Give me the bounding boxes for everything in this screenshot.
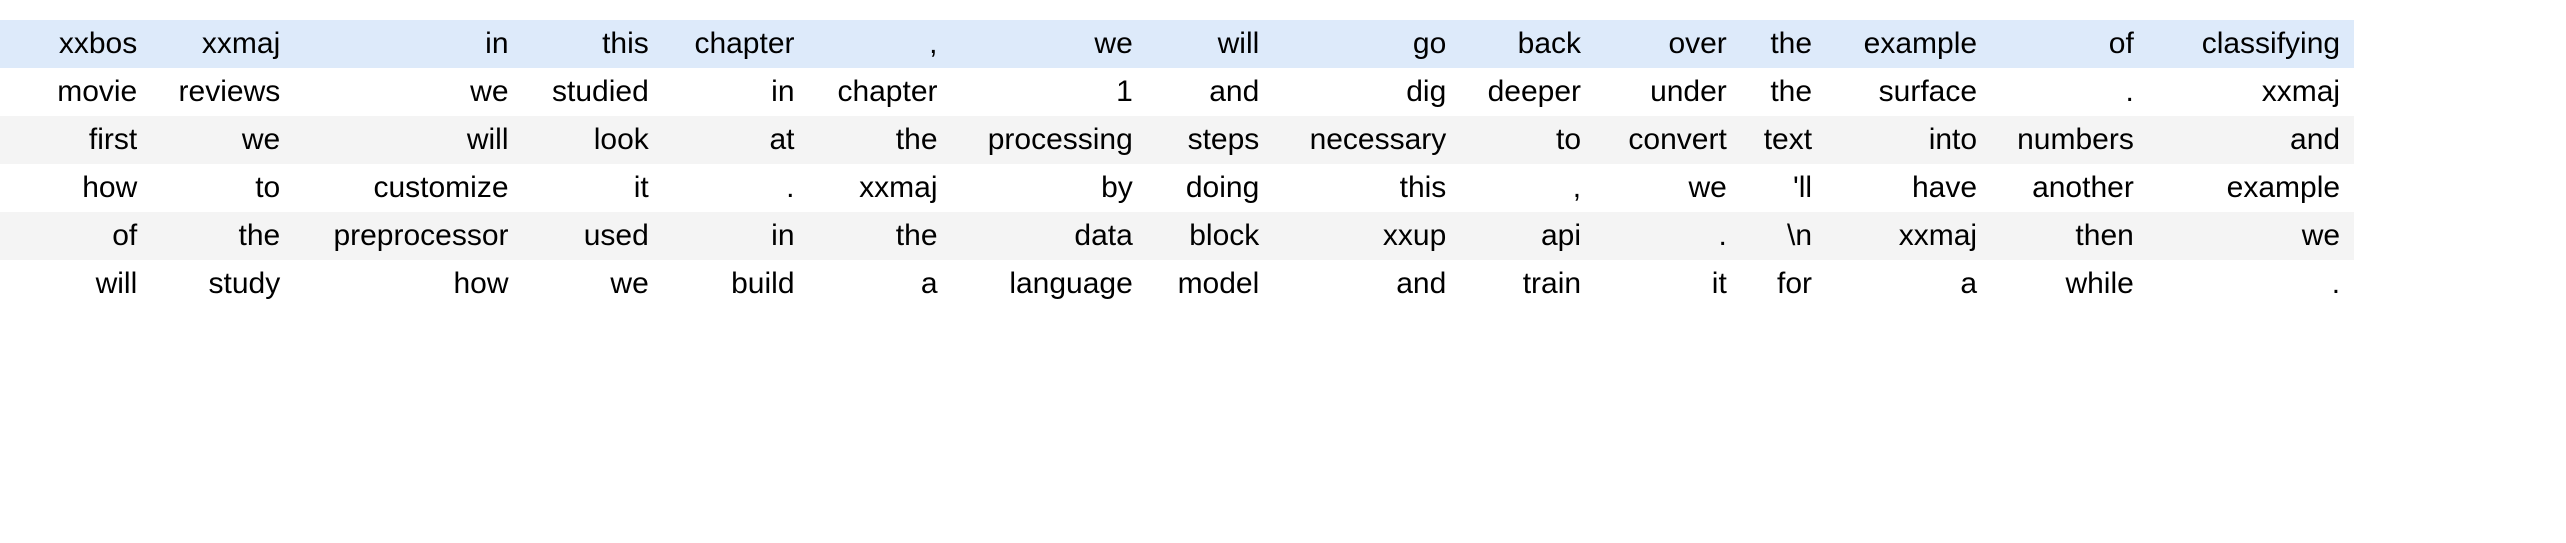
token-cell: another [2032,171,2134,204]
token-cell: study [208,267,281,300]
token-cell: to [1556,123,1582,156]
token-cell: the [1770,27,1813,60]
token-cell: the [895,219,938,252]
token-cell: train [1522,267,1582,300]
table-row: of the preprocessor used in the data block xxup a… [0,212,2566,260]
token-cell: \n [1787,219,1813,252]
token-cell: first [88,123,138,156]
token-cell: for [1777,267,1813,300]
token-cell: surface [1878,75,1978,108]
token-cell: will [95,267,138,300]
token-cell: we [470,75,509,108]
token-cell: convert [1628,123,1727,156]
token-cell: . [2331,267,2341,300]
token-cell: xxmaj [201,27,281,60]
token-cell: processing [987,123,1133,156]
token-cell: have [1912,171,1978,204]
table-row: will study how we build a language model and trai… [0,260,2566,308]
token-cell: . [1718,219,1727,252]
token-cell: at [769,123,795,156]
token-cell: preprocessor [333,219,509,252]
token-cell: back [1517,27,1582,60]
token-cell: language [1009,267,1133,300]
token-cell: to [255,171,281,204]
token-cell: necessary [1309,123,1447,156]
token-cell: will [1217,27,1260,60]
token-cell: and [1396,267,1447,300]
token-cell: doing [1185,171,1260,204]
token-cell: under [1650,75,1727,108]
token-cell: we [241,123,281,156]
token-cell: . [2125,75,2134,108]
token-cell: it [1711,267,1727,300]
token-cell: xxbos [58,27,138,60]
token-cell: example [2226,171,2341,204]
token-cell: by [1101,171,1133,204]
token-cell: studied [552,75,649,108]
token-cell: xxmaj [1898,219,1978,252]
token-cell: movie [57,75,138,108]
token-cell: steps [1187,123,1260,156]
token-cell: we [1688,171,1727,204]
token-cell: , [1572,171,1582,204]
token-cell: build [731,267,795,300]
table-row: xxbos xxmaj in this chapter, we will go back over… [0,20,2566,68]
token-cell: block [1189,219,1260,252]
token-cell: the [238,219,281,252]
token-cell: look [593,123,649,156]
token-cell: numbers [2017,123,2134,156]
token-cell: api [1541,219,1582,252]
token-cell: , [929,27,938,60]
table-body: xxbos xxmaj in this chapter, we will go back over… [0,20,2566,308]
token-cell: of [2108,27,2134,60]
token-cell: xxmaj [2261,75,2341,108]
token-cell: into [1928,123,1978,156]
token-cell: then [2075,219,2134,252]
token-cell: we [2301,219,2341,252]
token-cell: how [82,171,138,204]
token-cell: we [610,267,649,300]
tokenized-text-table: xxbos xxmaj in this chapter, we will go back over… [0,20,2566,308]
table-row: first we will look at the processing steps neces… [0,116,2566,164]
token-cell: xxmaj [859,171,938,204]
token-cell: this [602,27,649,60]
token-cell: example [1863,27,1978,60]
token-cell: data [1074,219,1133,252]
token-cell: customize [373,171,509,204]
token-cell: a [920,267,938,300]
token-cell: 'll [1792,171,1813,204]
token-cell: while [2065,267,2134,300]
token-cell: go [1412,27,1447,60]
token-cell: chapter [837,75,938,108]
token-cell: classifying [2201,27,2341,60]
token-cell: model [1177,267,1260,300]
token-cell: we [1094,27,1133,60]
token-cell: it [633,171,649,204]
token-cell: how [453,267,509,300]
token-cell: reviews [178,75,281,108]
token-cell: in [485,27,509,60]
token-cell: this [1399,171,1447,204]
token-cell: text [1763,123,1813,156]
table-row: movie reviews we studied in chapter 1 and dig dee… [0,68,2566,116]
token-cell: and [1209,75,1260,108]
token-cell: in [771,75,795,108]
token-cell: chapter [694,27,795,60]
token-cell: 1 [1116,75,1133,108]
token-cell: the [1770,75,1813,108]
token-cell: dig [1406,75,1447,108]
token-cell: xxup [1382,219,1447,252]
token-cell: . [786,171,795,204]
token-cell: the [895,123,938,156]
token-cell: in [771,219,795,252]
token-cell: deeper [1487,75,1582,108]
token-cell: a [1960,267,1978,300]
token-cell: will [466,123,509,156]
table-row: how to customize it. xxmaj by doing this, we 'll h… [0,164,2566,212]
token-cell: and [2290,123,2341,156]
token-cell: used [583,219,649,252]
token-cell: over [1668,27,1727,60]
token-cell: of [112,219,138,252]
